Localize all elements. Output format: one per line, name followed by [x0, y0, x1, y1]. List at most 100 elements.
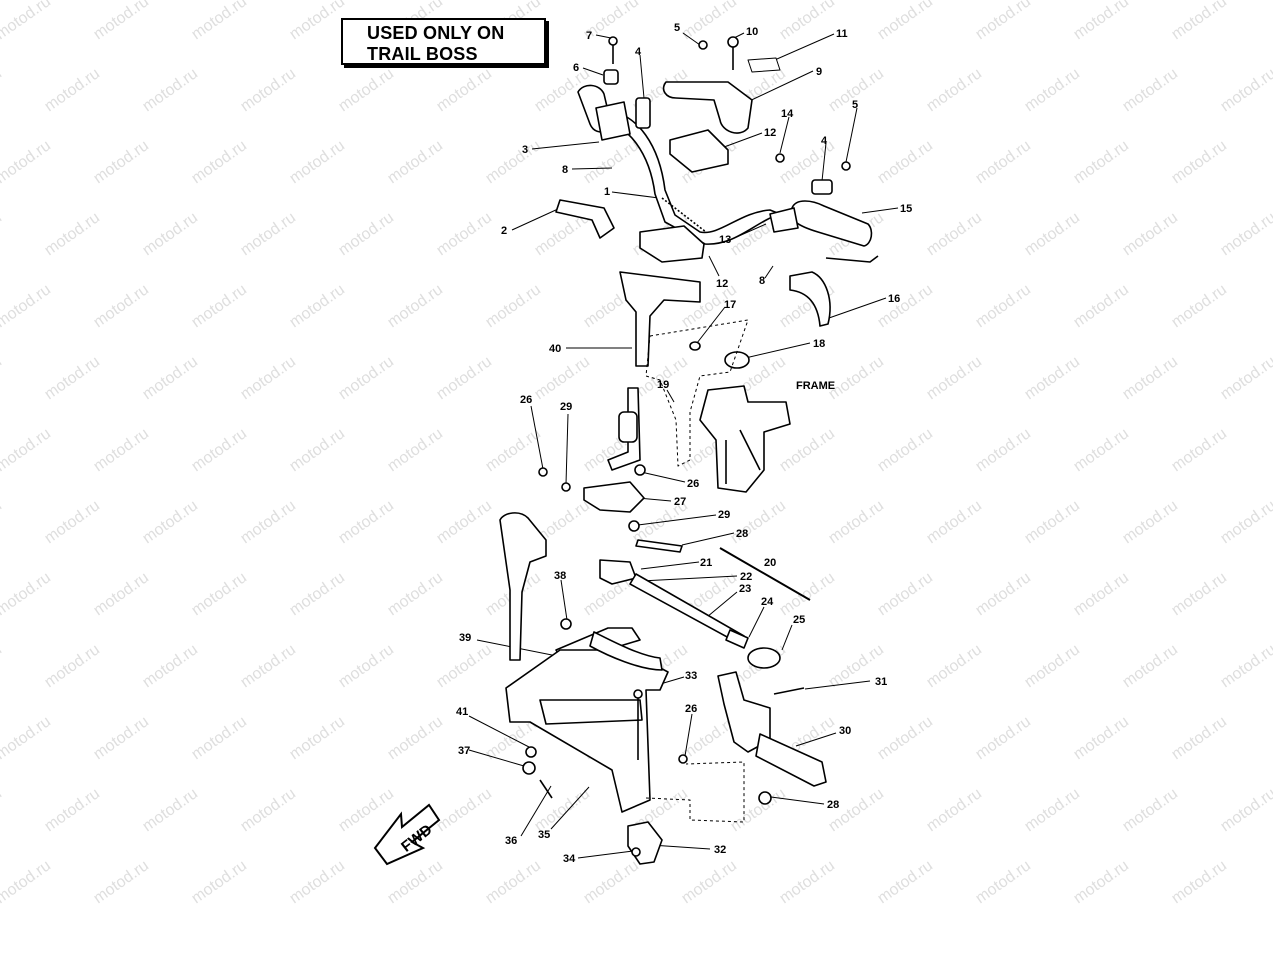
- tie-rod-end-inner: [599, 559, 637, 585]
- watermark-text: motod.ru: [91, 713, 152, 763]
- part-26c-nut: [678, 754, 688, 764]
- watermark-text: motod.ru: [1071, 713, 1132, 763]
- watermark-text: motod.ru: [1120, 785, 1181, 835]
- watermark-text: motod.ru: [434, 785, 495, 835]
- watermark-text: motod.ru: [0, 713, 54, 763]
- watermark-text: motod.ru: [1218, 497, 1273, 547]
- watermark-text: motod.ru: [973, 137, 1034, 187]
- callout-2: 2: [501, 225, 507, 237]
- note-line-1: USED ONLY ON: [367, 23, 505, 43]
- callout-8: 8: [562, 164, 568, 176]
- callout-28: 28: [736, 528, 748, 540]
- watermark-text: motod.ru: [581, 857, 642, 907]
- callout-33: 33: [685, 670, 697, 682]
- trail-boss-note: USED ONLY ON TRAIL BOSS: [367, 23, 504, 65]
- watermark-text: motod.ru: [42, 65, 103, 115]
- watermark-text: motod.ru: [1071, 857, 1132, 907]
- watermark-text: motod.ru: [1218, 209, 1273, 259]
- callout-29: 29: [560, 401, 572, 413]
- watermark-text: motod.ru: [238, 209, 299, 259]
- callout-18: 18: [813, 338, 825, 350]
- watermark-text: motod.ru: [1022, 785, 1083, 835]
- callout-19: 19: [657, 379, 669, 391]
- watermark-text: motod.ru: [42, 209, 103, 259]
- tie-rod-sleeve: [725, 629, 749, 649]
- watermark-text: motod.ru: [875, 137, 936, 187]
- watermark-text: motod.ru: [1071, 569, 1132, 619]
- watermark-text: motod.ru: [973, 857, 1034, 907]
- callout-16: 16: [888, 293, 900, 305]
- watermark-text: motod.ru: [777, 857, 838, 907]
- part-4b-clamp: [811, 179, 833, 195]
- part-12-upper-clamp: [669, 129, 729, 173]
- watermark-text: motod.ru: [434, 497, 495, 547]
- watermark-text: motod.ru: [1169, 713, 1230, 763]
- left-control-housing: [595, 101, 631, 141]
- callout-40: 40: [549, 343, 561, 355]
- watermark-text: motod.ru: [287, 569, 348, 619]
- watermark-text: motod.ru: [483, 137, 544, 187]
- watermark-text: motod.ru: [434, 641, 495, 691]
- watermark-text: motod.ru: [91, 857, 152, 907]
- callout-41: 41: [456, 706, 468, 718]
- part-26-nut: [634, 464, 646, 476]
- watermark-text: motod.ru: [875, 281, 936, 331]
- callout-34: 34: [563, 853, 576, 865]
- part-10-bolt: [727, 36, 739, 48]
- watermark-text: motod.ru: [385, 857, 446, 907]
- bracket-20: [719, 547, 811, 601]
- watermark-text: motod.ru: [385, 137, 446, 187]
- watermark-text: motod.ru: [1218, 641, 1273, 691]
- watermark-text: motod.ru: [924, 65, 985, 115]
- callout-29b: 29: [718, 509, 730, 521]
- watermark-text: motod.ru: [189, 137, 250, 187]
- watermark-text: motod.ru: [336, 497, 397, 547]
- watermark-text: motod.ru: [1022, 641, 1083, 691]
- part-26b-washer: [538, 467, 548, 477]
- callout-32: 32: [714, 844, 726, 856]
- watermark-text: motod.ru: [483, 425, 544, 475]
- watermark-text: motod.ru: [0, 785, 5, 835]
- watermark-text: motod.ru: [1218, 65, 1273, 115]
- callout-25: 25: [793, 614, 805, 626]
- callout-30: 30: [839, 725, 851, 737]
- part-27-steering-arm: [583, 481, 645, 513]
- watermark-text: motod.ru: [189, 713, 250, 763]
- callout-8b: 8: [759, 275, 765, 287]
- part-6-cap: [603, 69, 619, 85]
- steering-post-shaft: [607, 387, 641, 471]
- callout-37: 37: [458, 745, 470, 757]
- watermark-text: motod.ru: [287, 857, 348, 907]
- watermark-text: motod.ru: [91, 0, 152, 43]
- watermark-text: motod.ru: [1071, 281, 1132, 331]
- watermark-text: motod.ru: [1169, 281, 1230, 331]
- callout-36: 36: [505, 835, 517, 847]
- callout-10: 10: [746, 26, 758, 38]
- callout-31: 31: [875, 676, 887, 688]
- watermark-text: motod.ru: [336, 641, 397, 691]
- watermark-text: motod.ru: [1169, 857, 1230, 907]
- callout-7: 7: [586, 30, 592, 42]
- watermark-text: motod.ru: [483, 857, 544, 907]
- part-5-screw: [698, 40, 708, 50]
- watermark-text: motod.ru: [0, 569, 54, 619]
- watermark-text: motod.ru: [0, 209, 5, 259]
- watermark-text: motod.ru: [238, 497, 299, 547]
- callout-12b: 12: [716, 278, 728, 290]
- watermark-text: motod.ru: [973, 0, 1034, 43]
- watermark-text: motod.ru: [875, 0, 936, 43]
- part-29b-washer: [628, 520, 640, 532]
- part-11-sheet: [747, 57, 781, 73]
- watermark-text: motod.ru: [973, 281, 1034, 331]
- trail-boss-note-box: USED ONLY ON TRAIL BOSS: [341, 18, 546, 65]
- part-7-screw: [608, 36, 618, 46]
- brake-lever: [789, 271, 831, 327]
- callout-12: 12: [764, 127, 776, 139]
- watermark-text: motod.ru: [924, 785, 985, 835]
- part-2-bracket: [555, 199, 615, 239]
- spindle-axle: [755, 733, 827, 787]
- fwd-arrow: FWD: [373, 803, 441, 866]
- watermark-text: motod.ru: [91, 569, 152, 619]
- callout-26c: 26: [685, 703, 697, 715]
